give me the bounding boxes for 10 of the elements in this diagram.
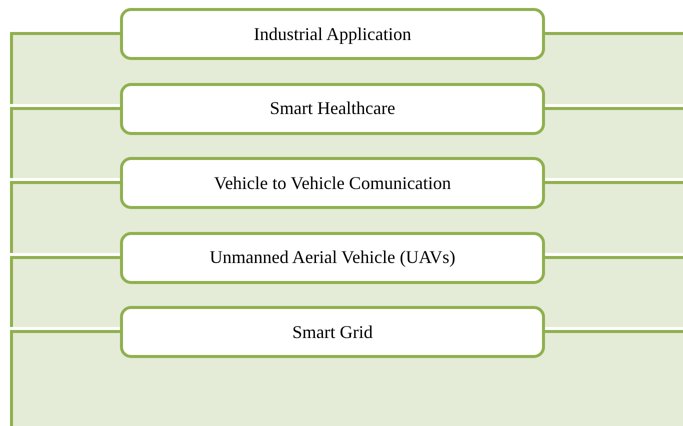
item-label: Smart Grid — [292, 322, 373, 342]
list-item-box — [120, 306, 545, 358]
list-item-box — [120, 232, 545, 284]
list-item-box — [120, 82, 545, 134]
item-label: Industrial Application — [254, 24, 412, 44]
item-label: Smart Healthcare — [270, 98, 396, 119]
list-item-box — [120, 8, 545, 60]
list-item-box — [120, 157, 545, 209]
item-label: Vehicle to Vehicle Comunication — [214, 172, 452, 194]
item-label: Unmanned Aerial Vehicle (UAVs) — [210, 247, 456, 268]
